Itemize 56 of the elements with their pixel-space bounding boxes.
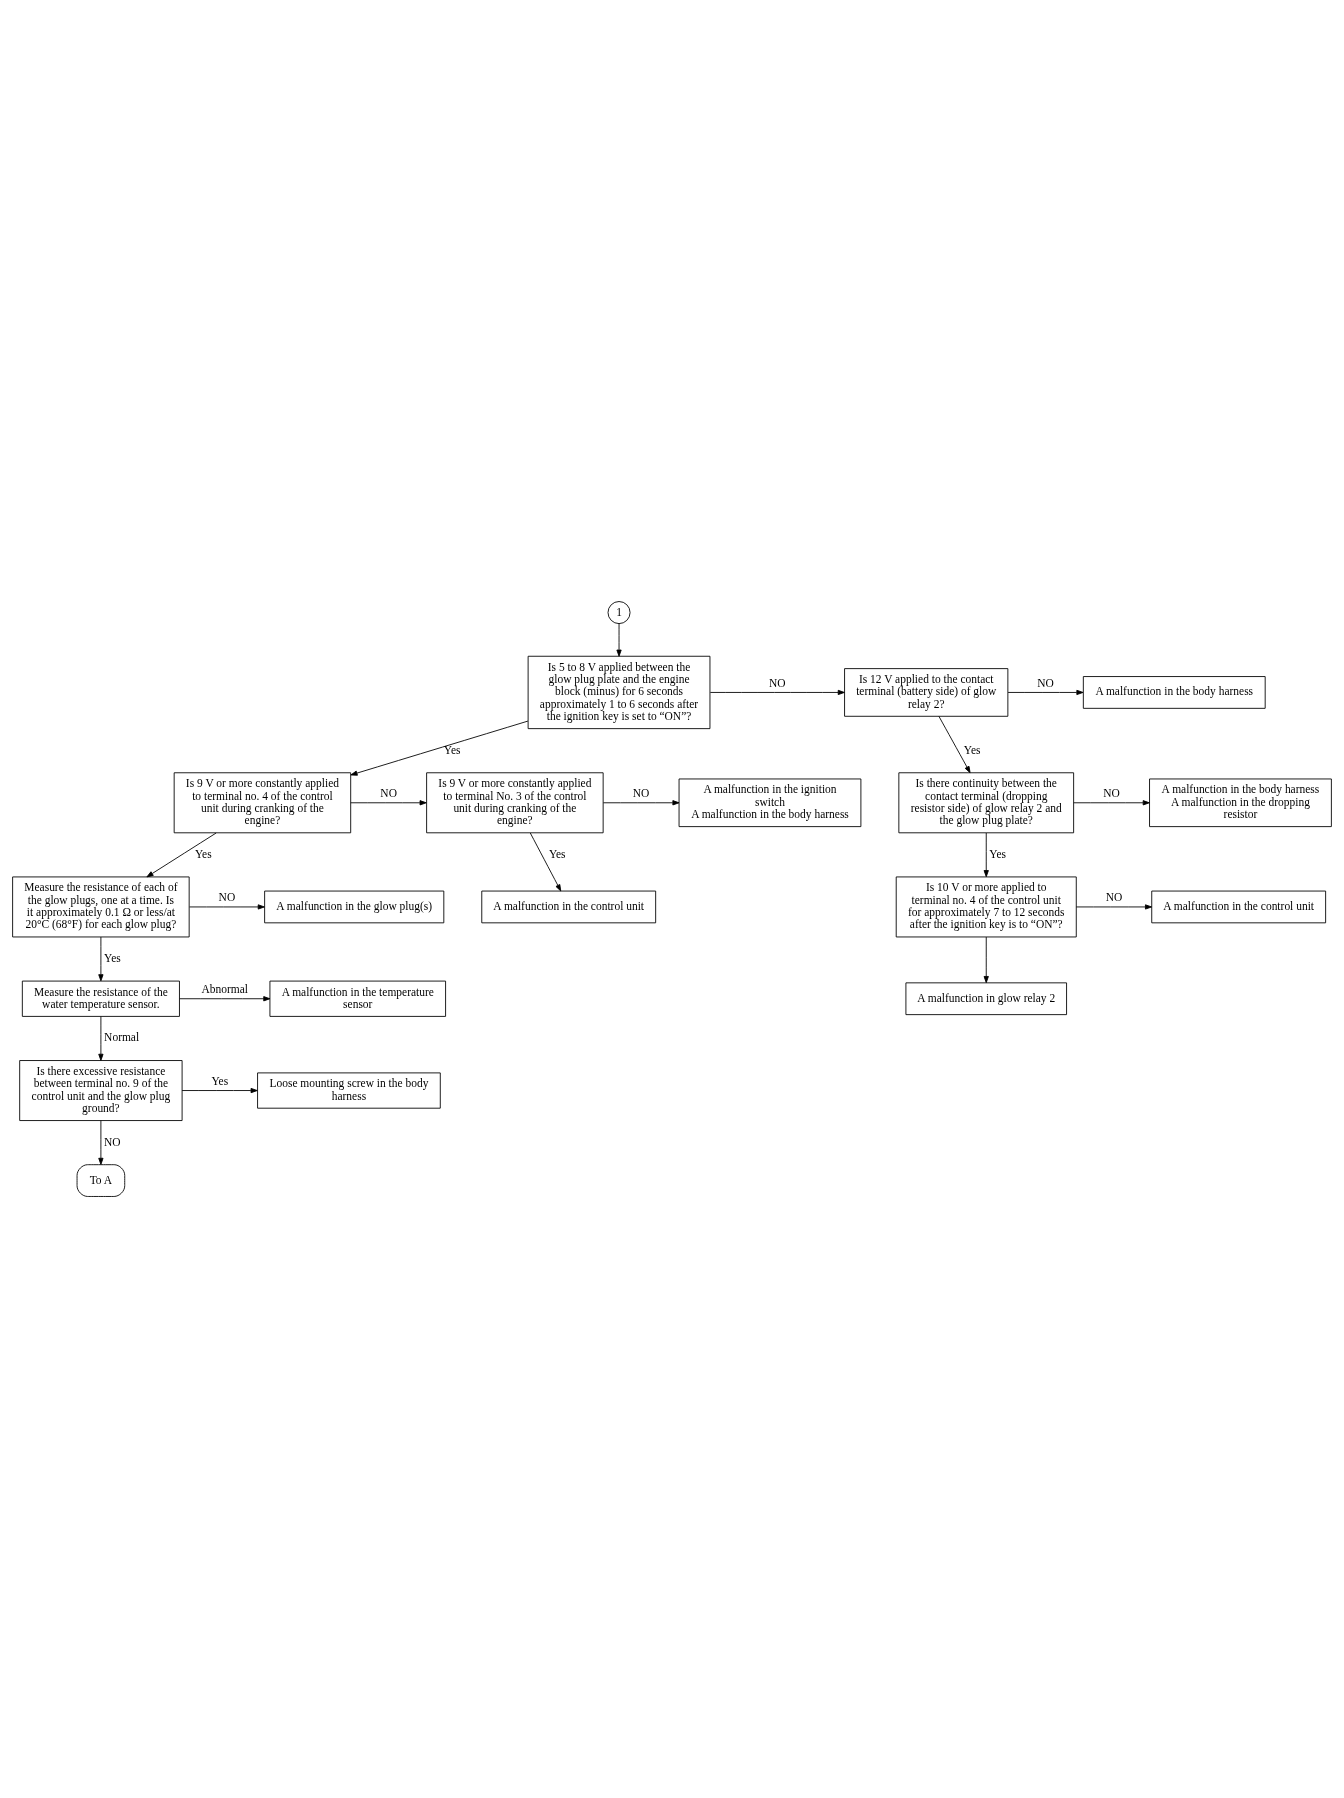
node-box: Is 10 V or more applied to terminal no. 4 of the control unit for approximately 7 to 12 seconds after the ignition key is to “ON”? [895, 876, 1077, 938]
edge-label: NO [1103, 786, 1120, 799]
edge-label: Yes [963, 743, 981, 756]
arrow [179, 996, 271, 1002]
node-box: A malfunction in the control unit [481, 890, 657, 924]
arrow [529, 832, 562, 892]
arrow [602, 800, 680, 806]
arrow [189, 904, 265, 910]
edge-label: Yes [211, 1074, 229, 1087]
node-box: Loose mounting screw in the body harness [257, 1072, 441, 1109]
arrow [709, 689, 845, 696]
edge-label: Yes [989, 847, 1007, 860]
edge-label: NO [104, 1135, 121, 1148]
arrow [983, 832, 989, 878]
node-box: Is there continuity between the contact terminal (dropping resistor side) of glow relay 2 and the glow plug plate? [898, 772, 1075, 834]
node-box: A malfunction in the body harness A malfunction in the dropping resistor [1149, 778, 1332, 828]
arrow [181, 1087, 258, 1094]
node-box: Measure the resistance of the water temperature sensor. [21, 980, 180, 1017]
arrow [983, 936, 989, 984]
node-box: A malfunction in the control unit [1151, 890, 1327, 924]
node-box: Is 12 V applied to the contact terminal (battery side) of glow relay 2? [844, 668, 1009, 717]
edge-label: Yes [443, 743, 461, 756]
edge-label: Normal [104, 1031, 140, 1044]
node-box: Is there excessive resistance between terminal no. 9 of the control unit and the glow plug ground? [19, 1060, 183, 1121]
node-box: Measure the resistance of each of the glow plugs, one at a time. Is it approximately 0.1 Ω or less/at 20°C (68°F) for each glow plug? [12, 876, 190, 938]
node-box: A malfunction in the body harness [1082, 676, 1266, 709]
arrow [616, 623, 622, 657]
edge-label: NO [380, 786, 397, 799]
node-box: A malfunction in glow relay 2 [905, 982, 1067, 1016]
arrow [350, 720, 529, 776]
node-box: Is 9 V or more constantly applied to terminal no. 4 of the control unit during cranking of the engine? [173, 772, 352, 834]
edge-label: NO [1037, 676, 1054, 689]
edge-label: NO [632, 786, 650, 799]
arrow [350, 800, 427, 806]
arrow [1075, 904, 1153, 910]
arrow [938, 715, 971, 774]
edge-label: Abnormal [201, 982, 248, 995]
node-box: To A [76, 1164, 126, 1197]
node-box: A malfunction in the temperature sensor [269, 980, 447, 1017]
node-circle: 1 [607, 601, 631, 625]
arrow [1007, 689, 1084, 696]
node-box: Is 5 to 8 V applied between the glow plug plate and the engine block (minus) for 6 seconds approximately 1 to 6 seconds after the ignition key is set to “ON”? [527, 655, 711, 730]
node-box: A malfunction in the ignition switch A malfunction in the body harness [678, 778, 862, 828]
arrow [98, 936, 104, 982]
edge-label: Yes [548, 847, 566, 860]
edge-label: NO [218, 891, 236, 904]
arrow [98, 1016, 104, 1061]
node-box: Is 9 V or more constantly applied to terminal No. 3 of the control unit during cranking of the engine? [426, 772, 604, 834]
edge-label: Yes [104, 952, 121, 965]
arrow [1073, 800, 1150, 806]
arrow [98, 1120, 104, 1165]
edge-label: Yes [194, 847, 212, 860]
arrow [146, 832, 217, 878]
edge-label: NO [1105, 891, 1123, 904]
node-box: A malfunction in the glow plug(s) [264, 890, 445, 924]
edge-label: NO [768, 676, 786, 689]
